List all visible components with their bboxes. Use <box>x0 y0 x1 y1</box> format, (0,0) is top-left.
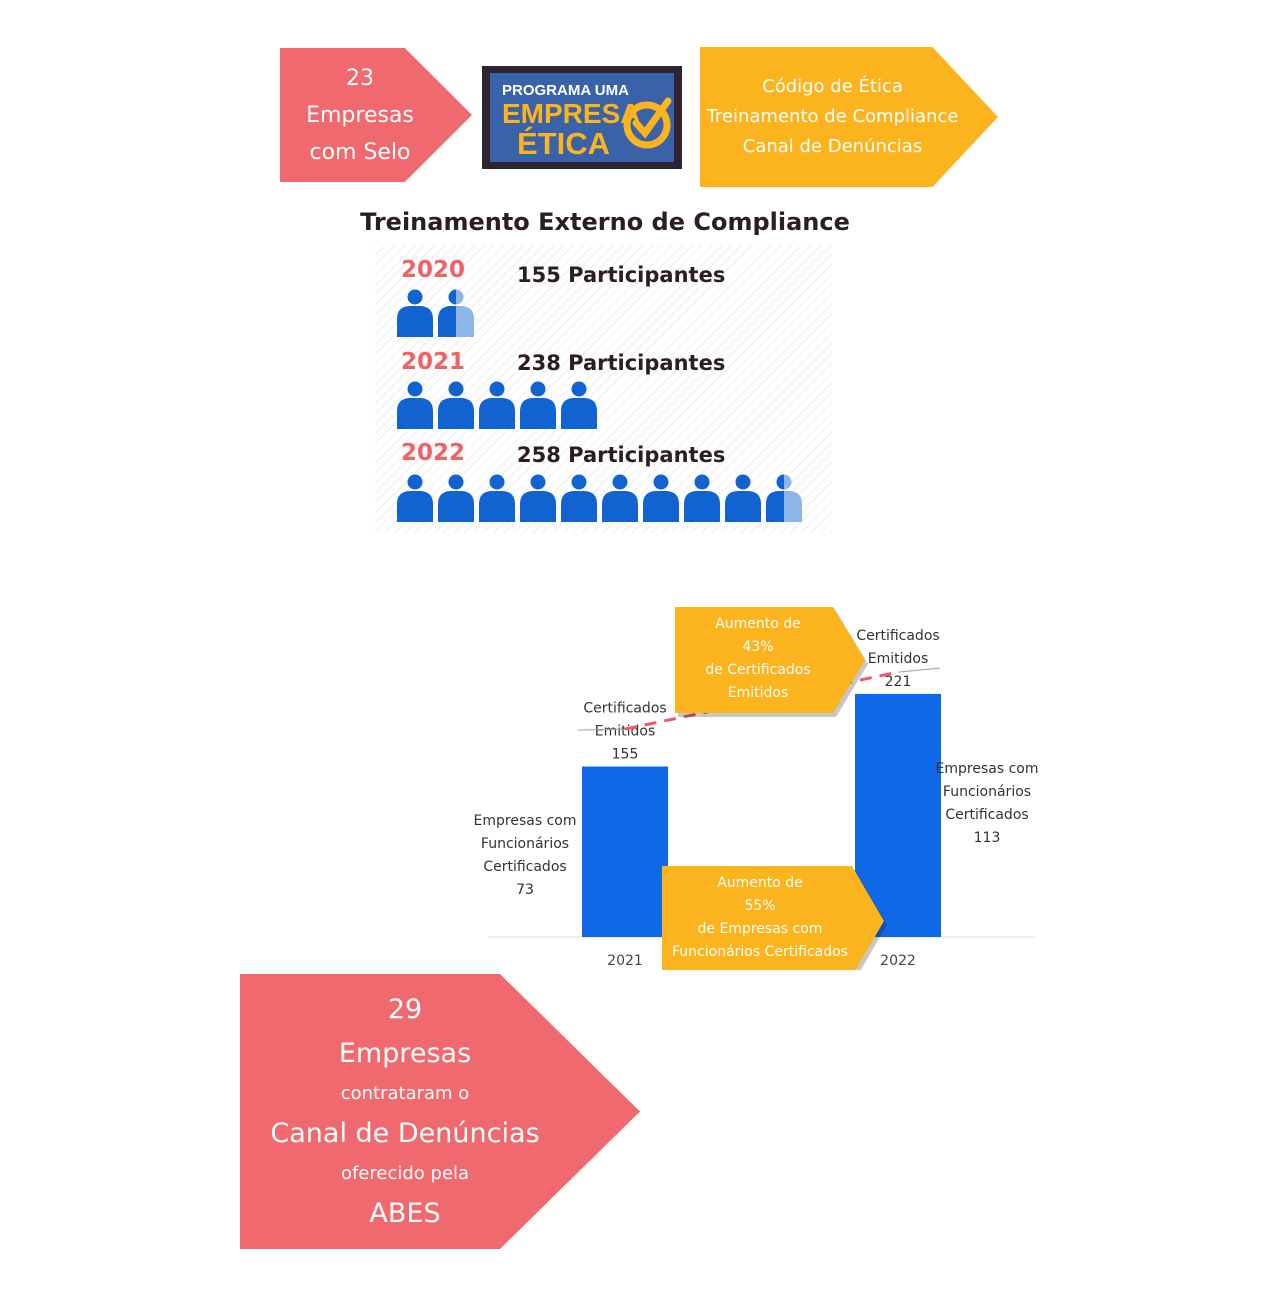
item-whistleblower-channel: Canal de Denúncias <box>742 136 923 157</box>
person-icon <box>438 381 474 429</box>
program-items-badge: Código de Ética Treinamento de Complianc… <box>700 47 998 187</box>
channel-name: Canal de Denúncias <box>270 1117 540 1149</box>
series2-leader-2022 <box>897 667 941 673</box>
year-2021: 2021 <box>401 349 466 375</box>
training-infographic: 2020 155 Participantes 2021 238 Particip… <box>375 245 832 533</box>
tick-label-2021: 2021 <box>607 953 643 969</box>
person-icon <box>397 289 433 337</box>
item-compliance-training: Treinamento de Compliance <box>706 106 959 127</box>
person-icon <box>602 474 638 522</box>
training-title: Treinamento Externo de Compliance <box>360 208 850 236</box>
companies-label: Empresas <box>306 102 414 128</box>
person-icon <box>397 474 433 522</box>
whistleblower-channel-badge: 29 Empresas contrataram o Canal de Denún… <box>240 974 640 1249</box>
series2-leader-2021 <box>577 728 626 731</box>
programa-empresa-etica-logo: PROGRAMA UMA EMPRESA ÉTICA <box>482 66 682 169</box>
contracted-count: 29 <box>387 993 423 1025</box>
logo-graphic: PROGRAMA UMA EMPRESA ÉTICA <box>502 82 672 161</box>
series2-dashed-line <box>624 670 899 731</box>
person-icon <box>479 474 515 522</box>
person-icon <box>684 474 720 522</box>
person-icon <box>520 381 556 429</box>
person-icon <box>561 381 597 429</box>
abes-name: ABES <box>369 1197 441 1229</box>
participants-2022: 258 Participantes <box>517 443 726 467</box>
person-icon <box>643 474 679 522</box>
participants-2020: 155 Participantes <box>517 263 726 287</box>
logo-line-2: EMPRESA <box>502 98 640 129</box>
person-icon <box>397 381 433 429</box>
person-icon <box>561 474 597 522</box>
person-icon <box>438 474 474 522</box>
companies-count: 23 <box>346 65 374 91</box>
companies-label: Empresas <box>338 1037 472 1069</box>
item-code-of-ethics: Código de Ética <box>762 76 903 97</box>
people-icons-2021 <box>397 381 597 429</box>
tick-label-2022: 2022 <box>880 953 916 969</box>
bar-2021 <box>582 766 668 937</box>
companies-with-seal-badge: 23 Empresas com Selo <box>280 48 472 182</box>
person-icon <box>725 474 761 522</box>
person-icon <box>520 474 556 522</box>
year-2020: 2020 <box>401 257 466 283</box>
person-icon <box>438 289 474 337</box>
year-2022: 2022 <box>401 440 466 466</box>
check-icon <box>623 97 672 149</box>
person-icon <box>479 381 515 429</box>
participants-2021: 238 Participantes <box>517 351 726 375</box>
logo-line-1: PROGRAMA UMA <box>502 82 629 99</box>
logo-line-3: ÉTICA <box>517 126 610 161</box>
person-icon <box>766 474 802 522</box>
offered-by-text: oferecido pela <box>340 1162 470 1184</box>
seal-label: com Selo <box>309 139 411 165</box>
people-icons-2020 <box>397 289 474 337</box>
contracted-text: contrataram o <box>340 1082 470 1104</box>
people-icons-2022 <box>397 474 802 522</box>
